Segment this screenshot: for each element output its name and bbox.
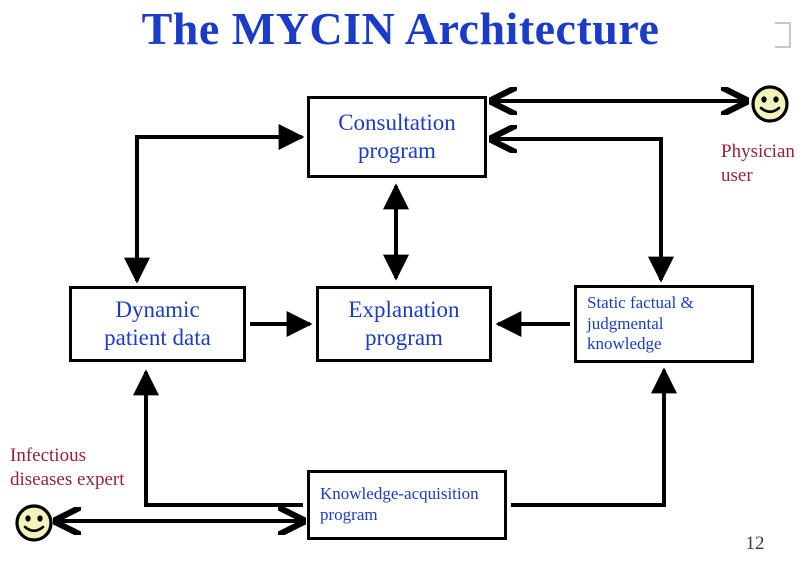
node-explanation-line1: Explanation bbox=[348, 296, 460, 322]
node-knowledge-line2: program bbox=[320, 505, 378, 524]
node-consultation-program[interactable]: Consultation program bbox=[307, 96, 487, 178]
smiley-face-icon-expert bbox=[15, 504, 53, 542]
label-physician-user: Physician user bbox=[721, 140, 801, 189]
node-static-line3: knowledge bbox=[587, 334, 662, 354]
label-infectious-diseases-expert: Infectious diseases expert bbox=[10, 444, 160, 493]
label-expert-line2: diseases expert bbox=[10, 469, 125, 491]
connector-knowledge-dynamic bbox=[133, 369, 303, 507]
node-dynamic-patient-data[interactable]: Dynamic patient data bbox=[69, 286, 246, 362]
node-consultation-line2: program bbox=[358, 138, 436, 163]
connector-knowledge-static bbox=[511, 367, 677, 507]
node-dynamic-line1: Dynamic bbox=[115, 296, 200, 322]
node-dynamic-line2: patient data bbox=[104, 325, 211, 350]
corner-placeholder-icon bbox=[775, 22, 791, 48]
smiley-face-icon-physician bbox=[751, 85, 789, 123]
node-knowledge-acquisition-program[interactable]: Knowledge-acquisition program bbox=[307, 470, 507, 540]
label-physician-line1: Physician bbox=[721, 141, 795, 162]
connector-consultation-static bbox=[492, 139, 661, 280]
page-title: The MYCIN Architecture bbox=[141, 3, 660, 54]
node-static-line1: Static factual & bbox=[587, 292, 694, 312]
page-number: 12 bbox=[745, 533, 765, 554]
connector-consultation-dynamic bbox=[124, 124, 305, 284]
node-static-line2: judgmental bbox=[587, 313, 664, 333]
node-knowledge-line1: Knowledge-acquisition bbox=[320, 484, 479, 504]
node-consultation-line1: Consultation bbox=[338, 109, 456, 135]
label-expert-line1: Infectious bbox=[10, 445, 86, 466]
node-explanation-line2: program bbox=[365, 325, 443, 350]
node-static-knowledge[interactable]: Static factual & judgmental knowledge bbox=[574, 285, 754, 363]
node-explanation-program[interactable]: Explanation program bbox=[316, 286, 492, 362]
label-physician-line2: user bbox=[721, 165, 753, 187]
